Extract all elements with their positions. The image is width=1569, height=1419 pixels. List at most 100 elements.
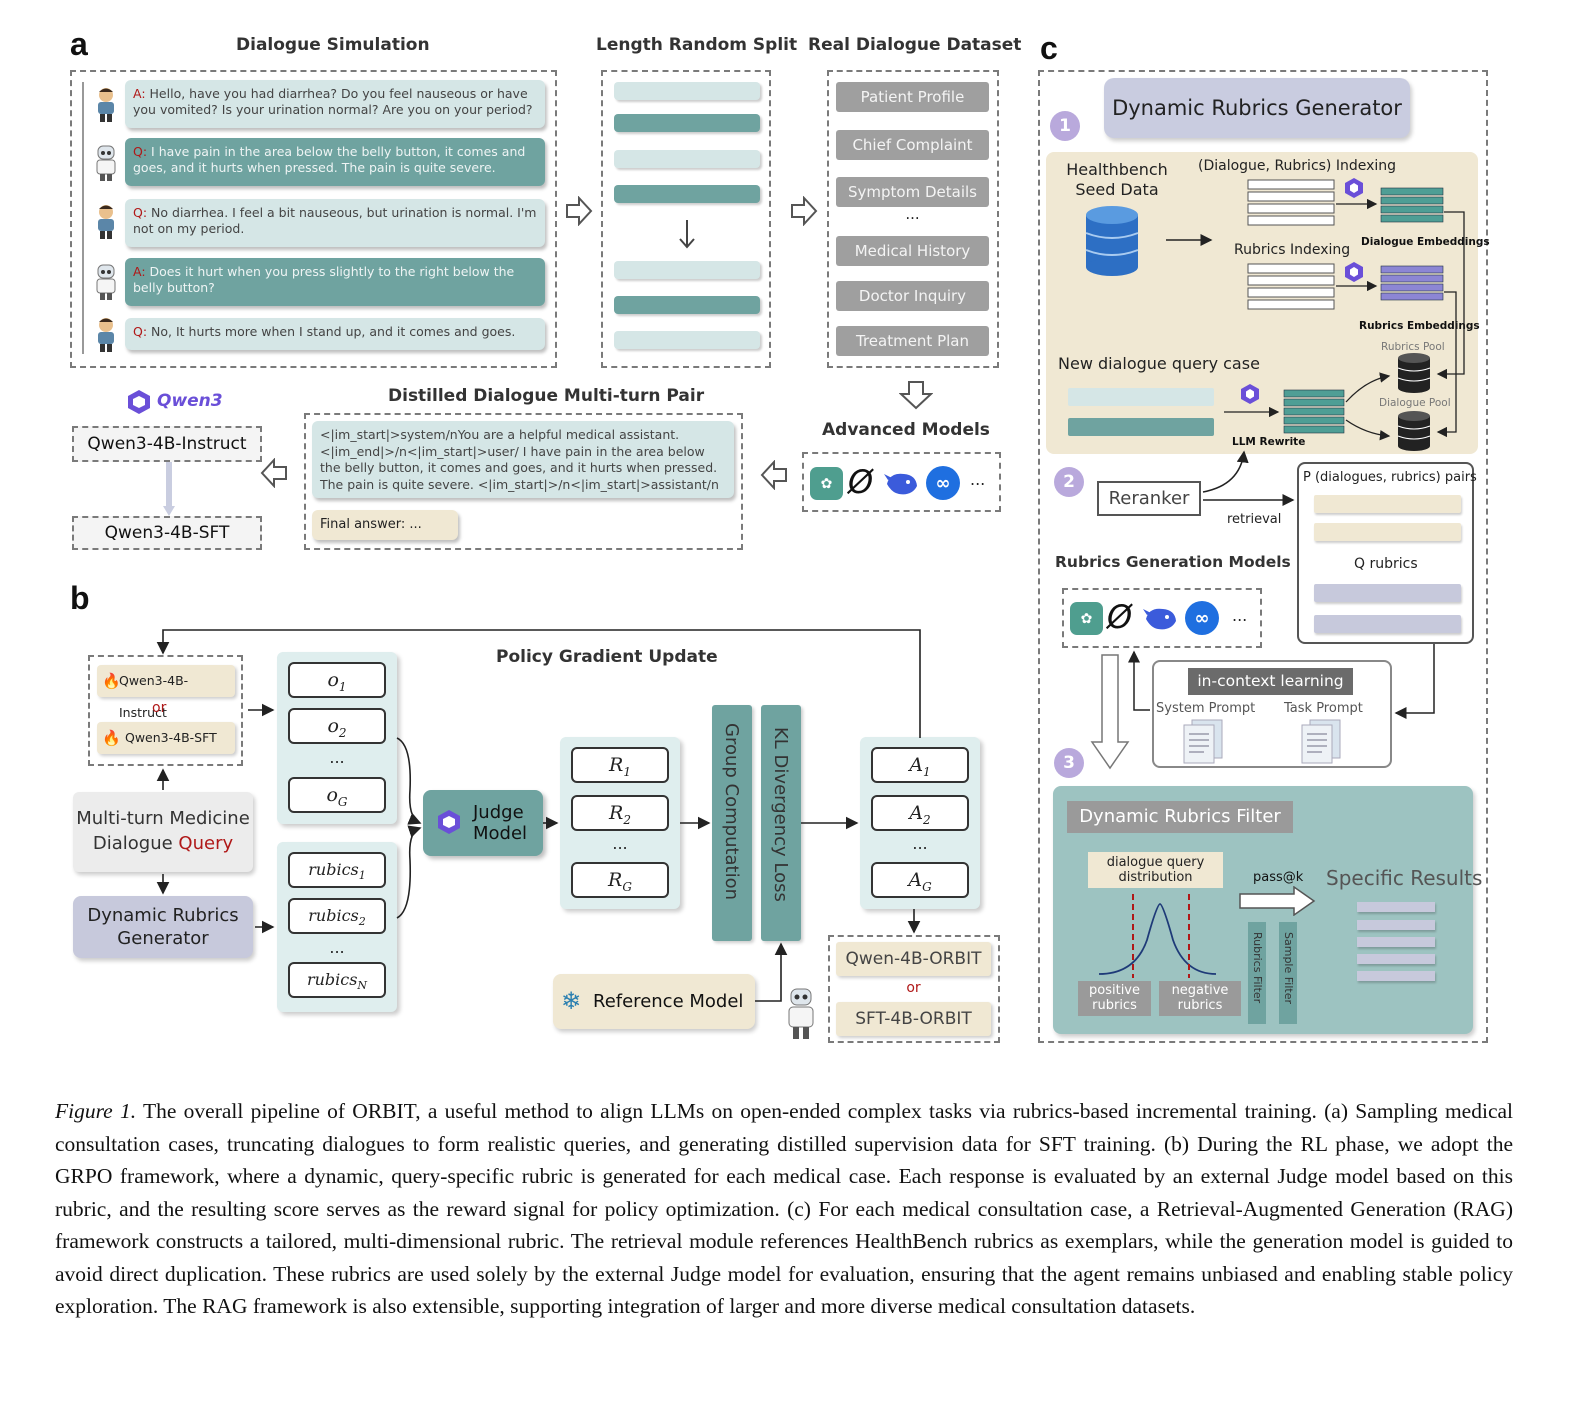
dialogue-emb-label: Dialogue Embeddings <box>1361 236 1490 248</box>
timeline-line <box>82 82 84 354</box>
rubrics-index-label: Rubrics Indexing <box>1234 242 1351 258</box>
icl-label: in-context learning <box>1188 668 1353 695</box>
orbit-sft: SFT-4B-ORBIT <box>836 1002 991 1036</box>
llm-rewrite-label: LLM Rewrite <box>1232 436 1306 448</box>
retrieval-label: retrieval <box>1227 512 1282 527</box>
turn-text: I have pain in the area below the belly … <box>133 144 526 175</box>
negative-rubrics-label: negative rubrics <box>1159 981 1241 1016</box>
pair-bar <box>1314 495 1461 513</box>
seed-data-label: Healthbench Seed Data <box>1066 160 1168 199</box>
real-dataset-box <box>827 70 999 368</box>
gen-models-label: Rubrics Generation Models <box>1055 553 1291 571</box>
dataset-item: Patient Profile <box>836 82 989 112</box>
judge-model-box: Judge Model <box>423 790 543 856</box>
task-prompt-label: Task Prompt <box>1284 701 1363 716</box>
qwen-logo-icon <box>435 808 463 836</box>
orbit-or: or <box>906 980 921 996</box>
database-icon <box>1084 205 1140 277</box>
reward-box-G: RG <box>571 862 669 898</box>
qwen-sft-box: Qwen3-4B-SFT <box>72 516 262 550</box>
slash-logo-icon: Ø <box>848 463 874 501</box>
rubrics-filter-bar: Rubrics Filter <box>1248 922 1266 1024</box>
turn-text: No, It hurts more when I stand up, and i… <box>151 324 516 339</box>
reranker-box: Reranker <box>1097 481 1201 516</box>
specific-results-label: Specific Results <box>1326 866 1483 890</box>
thick-down-arrow <box>163 462 175 516</box>
split-bar <box>614 114 760 132</box>
reference-label: Reference Model <box>593 991 744 1012</box>
turn-speaker: A: <box>133 264 146 279</box>
q-rubrics-label: Q rubrics <box>1354 556 1418 572</box>
turn-speaker: A: <box>133 86 146 101</box>
patient-icon <box>92 316 120 352</box>
result-bar <box>1357 902 1435 912</box>
dialogue-pool-label: Dialogue Pool <box>1379 397 1451 409</box>
dialogue-turn-1: A: Hello, have you had diarrhea? Do you … <box>125 80 545 128</box>
turn-text: Does it hurt when you press slightly to … <box>133 264 515 295</box>
dialogue-simulation-title: Dialogue Simulation <box>236 35 430 55</box>
pass-arrow-icon <box>1239 886 1316 916</box>
dialogue-turn-4: A: Does it hurt when you press slightly … <box>125 258 545 306</box>
caption-text: The overall pipeline of ORBIT, a useful … <box>55 1099 1513 1318</box>
step-1-badge: 1 <box>1050 111 1080 141</box>
distribution-label: dialogue query distribution <box>1088 852 1223 888</box>
meta-logo-icon: ∞ <box>926 466 960 500</box>
dataset-item: Symptom Details <box>836 177 989 207</box>
dialogue-turn-2: Q: I have pain in the area below the bel… <box>125 138 545 186</box>
group-computation-bar: Group Computation <box>712 705 752 941</box>
policy-instruct: 🔥 Qwen3-4B-Instruct <box>97 665 235 720</box>
openai-logo-icon: ✿ <box>810 467 843 500</box>
deepseek-whale-icon <box>884 466 920 500</box>
advantage-box-G: AG <box>871 862 969 898</box>
split-bar <box>614 261 760 279</box>
figure-caption: Figure 1. The overall pipeline of ORBIT,… <box>55 1095 1513 1323</box>
split-bar <box>614 296 760 314</box>
pass-at-k-label: pass@k <box>1253 870 1304 885</box>
orbit-qwen: Qwen-4B-ORBIT <box>836 942 991 976</box>
rubrics-emb-label: Rubrics Embeddings <box>1359 320 1480 332</box>
dataset-item: Medical History <box>836 236 989 266</box>
dialogue-simulation-box <box>70 70 557 368</box>
rubric-box-N: rubicsN <box>288 962 386 998</box>
qwen-logo-icon <box>125 388 153 416</box>
hollow-arrow-right-icon <box>790 195 818 227</box>
caption-label: Figure 1. <box>55 1099 137 1123</box>
query-box: Multi-turn Medicine Dialogue Query <box>73 792 253 872</box>
pair-bar <box>1314 523 1461 541</box>
reward-box-2: R2 <box>571 795 669 831</box>
outputs-ellipsis: ... <box>329 748 345 767</box>
turn-text: Hello, have you had diarrhea? Do you fee… <box>133 86 533 117</box>
or-label: or <box>152 700 167 716</box>
models-ellipsis: ... <box>970 470 986 489</box>
step-2-badge: 2 <box>1054 467 1084 497</box>
policy-models-box <box>88 655 243 766</box>
dataset-item: Chief Complaint <box>836 130 989 160</box>
step-3-badge: 3 <box>1054 748 1084 778</box>
result-bar <box>1357 971 1435 981</box>
sample-filter-label: Sample Filter <box>1282 932 1295 1004</box>
fire-icon: 🔥 <box>102 672 121 690</box>
reference-model-box: ❄ Reference Model <box>553 974 755 1029</box>
advantage-box-2: A2 <box>871 795 969 831</box>
rewards-ellipsis: ... <box>612 834 628 853</box>
policy-instruct-label: Qwen3-4B-Instruct <box>119 673 189 720</box>
turn-speaker: Q: <box>133 144 148 159</box>
rubric-bar <box>1314 615 1461 633</box>
deepseek-whale-icon <box>1143 601 1179 635</box>
turn-speaker: Q: <box>133 324 148 339</box>
slash-logo-icon: Ø <box>1107 598 1133 636</box>
split-bar <box>614 150 760 168</box>
filter-title: Dynamic Rubrics Filter <box>1067 801 1293 833</box>
rubric-box-1: rubics1 <box>288 852 386 888</box>
rubrics-generator-box: Dynamic Rubrics Generator <box>73 896 253 958</box>
turn-text: No diarrhea. I feel a bit nauseous, but … <box>133 205 537 236</box>
panel-label-a: a <box>70 26 88 62</box>
gen-models-box <box>1062 588 1262 648</box>
policy-sft-label: Qwen3-4B-SFT <box>125 730 217 745</box>
hollow-arrow-down-icon <box>898 380 934 410</box>
dr-index-label: (Dialogue, Rubrics) Indexing <box>1198 158 1397 174</box>
output-box-1: o1 <box>288 662 386 698</box>
rubrics-pool-label: Rubrics Pool <box>1381 341 1445 353</box>
